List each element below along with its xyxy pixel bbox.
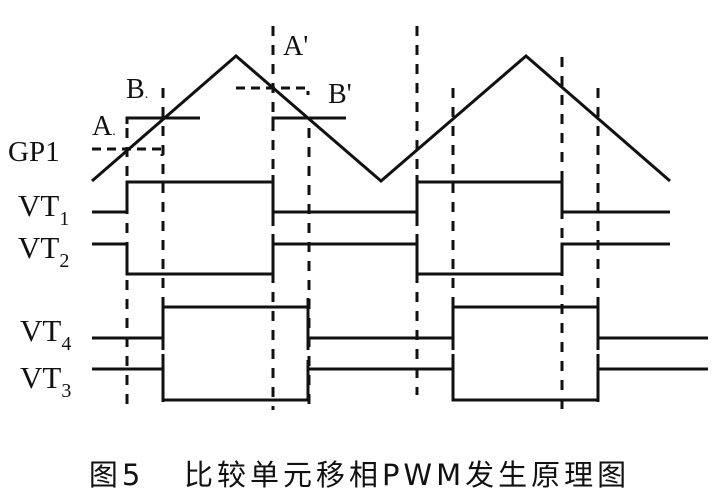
- label-vt3-main: VT: [20, 360, 61, 395]
- compare-level-a-prime-dashed: [236, 86, 310, 95]
- label-vt2-main: VT: [18, 230, 59, 265]
- vt1-waveform: [92, 180, 670, 214]
- label-vt1: VT1: [18, 188, 69, 230]
- label-b: B.: [126, 74, 148, 105]
- label-b-text: B: [126, 74, 145, 105]
- triangle-carrier: [91, 54, 671, 183]
- figure-caption: 图5 比较单元移相PWM发生原理图: [88, 458, 631, 492]
- compare-level-a-dashed: [92, 147, 164, 156]
- timing-markers: [125, 26, 600, 410]
- compare-level-b: [125, 116, 200, 124]
- label-vt3: VT3: [20, 360, 71, 402]
- label-b-dot: .: [145, 87, 149, 102]
- label-a: A.: [92, 111, 116, 142]
- label-vt4-main: VT: [20, 313, 61, 348]
- vt2-waveform: [92, 242, 670, 276]
- label-gp1: GP1: [8, 136, 60, 168]
- label-vt1-main: VT: [18, 188, 59, 223]
- label-vt4-sub: 4: [61, 333, 71, 355]
- label-vt1-sub: 1: [59, 208, 69, 230]
- vt4-waveform: [92, 305, 708, 340]
- label-a-prime: A': [283, 31, 308, 62]
- label-vt4: VT4: [20, 313, 71, 355]
- label-vt2: VT2: [18, 230, 69, 272]
- label-vt2-sub: 2: [59, 250, 69, 272]
- vt3-waveform: [92, 367, 708, 402]
- label-a-dot: .: [112, 124, 116, 139]
- label-b-prime: B': [328, 79, 352, 110]
- label-a-text: A: [92, 111, 113, 142]
- label-vt3-sub: 3: [61, 380, 71, 402]
